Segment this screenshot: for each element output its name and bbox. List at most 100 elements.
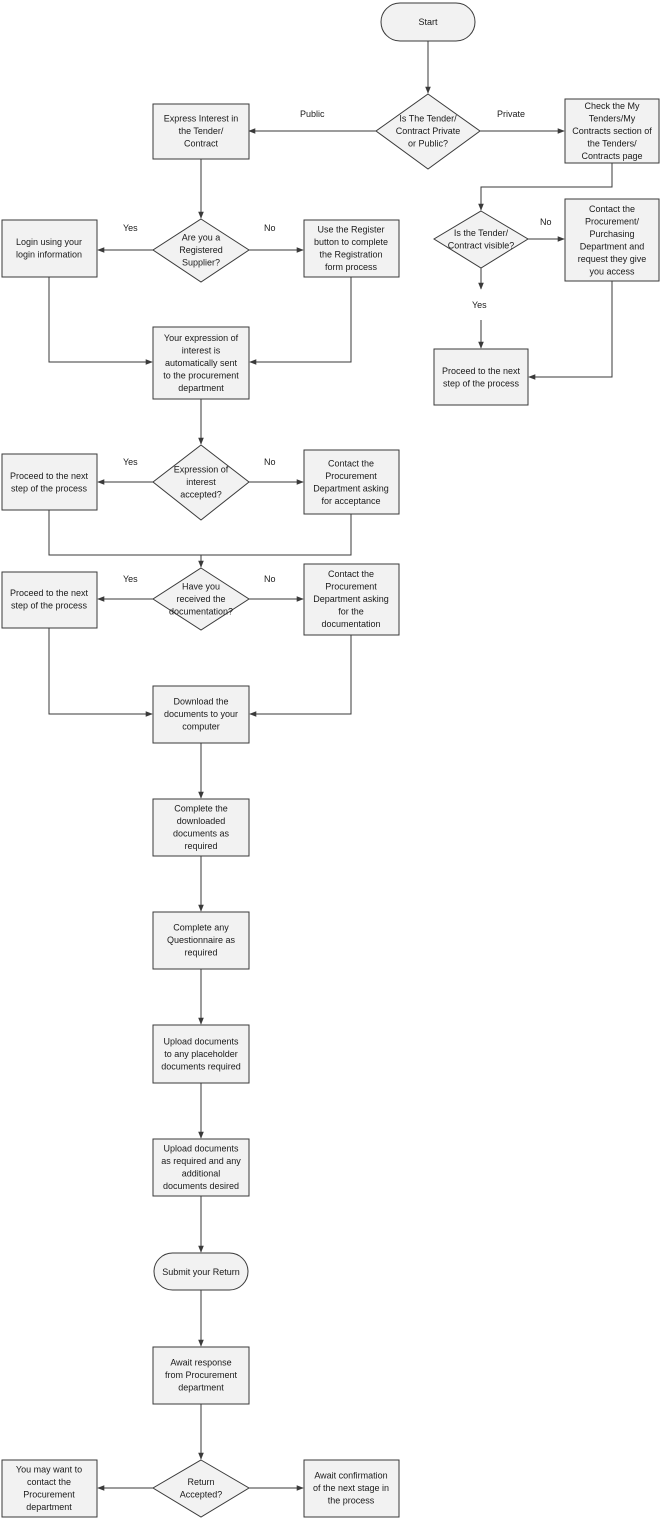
decision-received-docs-text-line: received the xyxy=(176,594,225,604)
await-response-text-line: Await response xyxy=(170,1358,231,1368)
upload-additional-text-line: as required and any xyxy=(161,1156,241,1166)
edge-labels: Public Private Yes No No Yes Yes No Yes … xyxy=(123,109,552,584)
check-my-tenders-text-line: Tenders/My xyxy=(589,114,636,124)
proceed-docs-text-line: step of the process xyxy=(11,600,88,610)
check-my-tenders-text-line: Contracts page xyxy=(581,151,642,161)
login-text-line: login information xyxy=(16,249,82,259)
interest-sent-text-line: department xyxy=(178,383,224,393)
contact-acceptance-text-line: Contact the xyxy=(328,458,374,468)
label-docs-yes: Yes xyxy=(123,574,138,584)
contact-purchasing-text-line: you access xyxy=(589,266,635,276)
label-registered-yes: Yes xyxy=(123,223,138,233)
use-register-text-line: Use the Register xyxy=(317,224,384,234)
label-public: Public xyxy=(300,109,325,119)
use-register-text-line: button to complete xyxy=(314,237,388,247)
edge-check-to-visible xyxy=(478,163,613,211)
contact-purchasing-text-line: Purchasing xyxy=(589,229,634,239)
contact-acceptance-text-line: for acceptance xyxy=(321,496,380,506)
decision-visible: Is the Tender/Contract visible? xyxy=(433,210,529,269)
use-register-text-line: the Registration xyxy=(319,249,382,259)
upload-additional-text: Upload documents as required and any addit… xyxy=(161,1143,241,1191)
label-private: Private xyxy=(497,109,525,119)
upload-additional-box: Upload documents as required and any addit… xyxy=(152,1138,250,1197)
edge-purchasing-to-proceed xyxy=(528,281,613,380)
edge-contact-to-download xyxy=(249,635,352,717)
complete-questionnaire-text-line: Questionnaire as xyxy=(167,935,236,945)
decision-private-or-public-text-line: Is The Tender/ xyxy=(399,114,457,124)
start-text: Start xyxy=(418,17,438,27)
contact-purchasing-text-line: Procurement/ xyxy=(585,216,640,226)
decision-registered-text-line: Registered xyxy=(179,245,223,255)
upload-additional-text-line: Upload documents xyxy=(163,1143,239,1153)
complete-docs-text-line: documents as xyxy=(173,828,230,838)
label-visible-no: No xyxy=(540,217,552,227)
contact-purchasing-text-line: request they give xyxy=(578,254,647,264)
contact-purchasing-text-line: Contact the xyxy=(589,204,635,214)
contact-docs-text-line: documentation xyxy=(321,619,380,629)
await-response-text: Await response from Procurement department xyxy=(165,1358,238,1393)
upload-placeholder-text-line: documents required xyxy=(161,1062,241,1072)
proceed-private-text-line: step of the process xyxy=(443,378,520,388)
upload-placeholder-text-line: Upload documents xyxy=(163,1037,239,1047)
interest-sent-text-line: interest is xyxy=(182,346,221,356)
may-contact-text-line: Procurement xyxy=(23,1489,75,1499)
edge-proceed-to-download xyxy=(48,628,153,717)
download-docs-text-line: Download the xyxy=(173,697,228,707)
await-confirmation-text-line: of the next stage in xyxy=(313,1483,389,1493)
decision-visible-text: Is the Tender/Contract visible? xyxy=(448,228,515,251)
connectors xyxy=(48,41,613,1491)
upload-additional-text-line: additional xyxy=(182,1168,221,1178)
download-docs-text-line: documents to your xyxy=(164,709,238,719)
check-my-tenders-text-line: the Tenders/ xyxy=(587,139,637,149)
use-register-text-line: form process xyxy=(325,262,378,272)
may-contact-text-line: department xyxy=(26,1502,72,1512)
edge-register-to-interest-sent xyxy=(249,277,352,365)
complete-questionnaire-text-line: required xyxy=(184,948,217,958)
label-interest-yes: Yes xyxy=(123,457,138,467)
contact-docs-text-line: Department asking xyxy=(313,594,389,604)
decision-received-docs-text-line: documentation? xyxy=(169,607,233,617)
upload-additional-text-line: documents desired xyxy=(163,1181,239,1191)
check-my-tenders-text-line: Check the My xyxy=(584,101,640,111)
proceed-accepted-text-line: step of the process xyxy=(11,483,88,493)
decision-private-or-public-text-line: Contract Private xyxy=(396,126,461,136)
contact-docs-text-line: for the xyxy=(338,607,364,617)
await-response-text-line: from Procurement xyxy=(165,1370,238,1380)
await-response-box: Await response from Procurement department xyxy=(152,1346,250,1405)
decision-interest-accepted-text-line: interest xyxy=(186,477,216,487)
decision-registered-text-line: Are you a xyxy=(182,233,221,243)
await-confirmation-text-line: Await confirmation xyxy=(314,1471,387,1481)
await-response-text-line: department xyxy=(178,1383,224,1393)
complete-questionnaire-text-line: Complete any xyxy=(173,923,229,933)
decision-interest-accepted-text-line: Expression of xyxy=(174,465,229,475)
interest-sent-text-line: to the procurement xyxy=(163,371,239,381)
use-register-text: Use the Register button to complete the Re… xyxy=(314,224,388,272)
label-docs-no: No xyxy=(264,574,276,584)
may-contact-text-line: contact the xyxy=(27,1477,71,1487)
